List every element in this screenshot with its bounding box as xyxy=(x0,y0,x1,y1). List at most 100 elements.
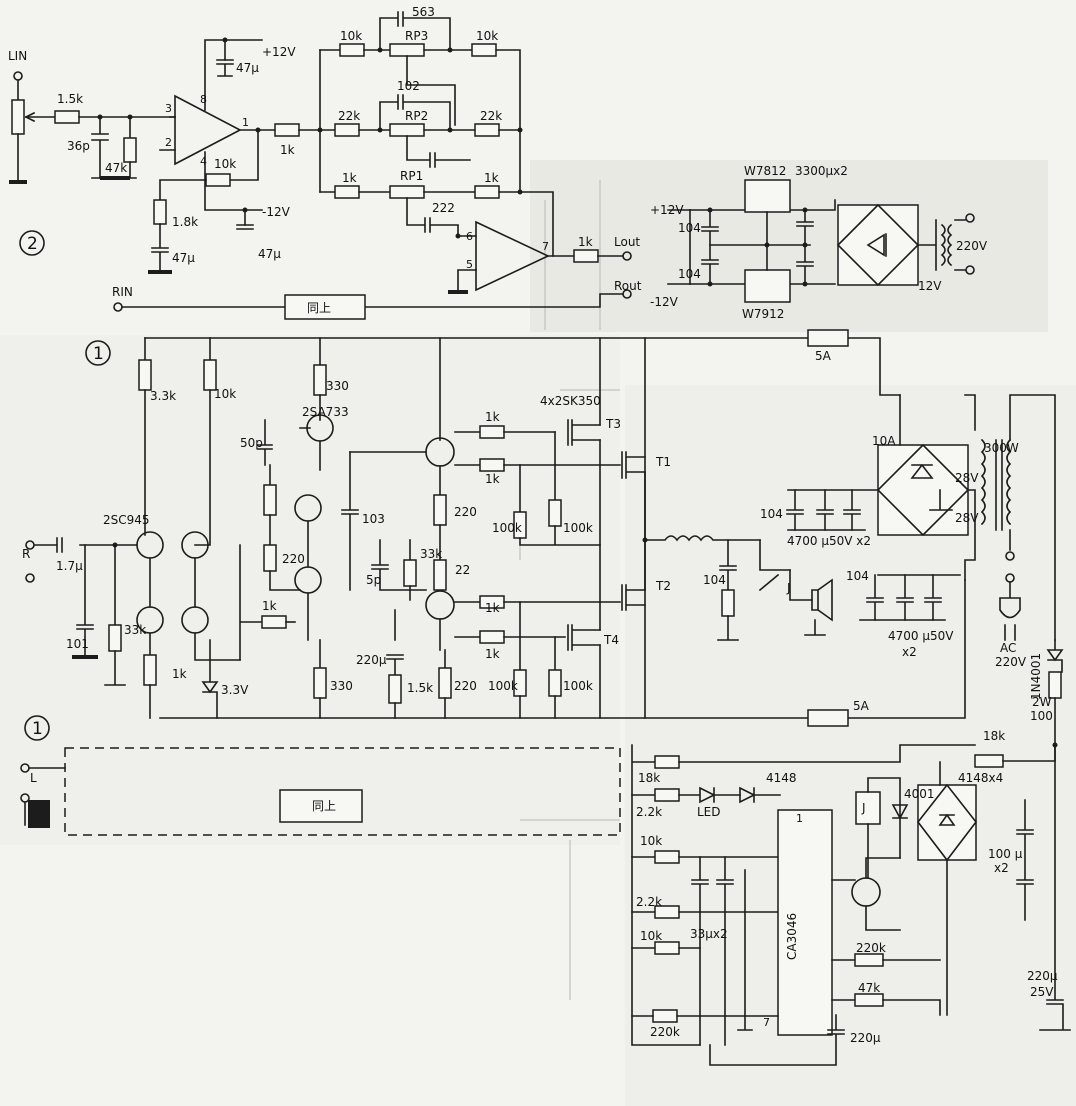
resistor-lout xyxy=(573,249,599,263)
svg-text:1k: 1k xyxy=(484,171,499,185)
resistor-10k-fb xyxy=(205,173,231,187)
svg-text:100: 100 xyxy=(1030,709,1053,723)
w7912-regulator xyxy=(744,269,791,303)
svg-text:1.7μ: 1.7μ xyxy=(56,559,83,573)
same-block-2 xyxy=(279,789,363,823)
svg-text:1k: 1k xyxy=(485,410,500,424)
svg-text:4700 μ50V x2: 4700 μ50V x2 xyxy=(787,534,871,548)
svg-text:104: 104 xyxy=(846,569,869,583)
svg-text:8: 8 xyxy=(200,93,207,106)
rin-terminal xyxy=(113,302,123,312)
svg-text:T4: T4 xyxy=(603,633,619,647)
svg-text:563: 563 xyxy=(412,5,435,19)
input-volume-pot xyxy=(11,99,25,135)
resistor-1k-pre xyxy=(274,123,300,137)
svg-text:4001: 4001 xyxy=(904,787,935,801)
r-label: R xyxy=(22,547,30,561)
svg-text:103: 103 xyxy=(362,512,385,526)
ground-symbol xyxy=(9,180,27,184)
svg-text:10k: 10k xyxy=(214,157,236,171)
svg-text:7: 7 xyxy=(542,240,549,253)
svg-text:12V: 12V xyxy=(918,279,942,293)
rp1-pot xyxy=(389,185,425,199)
svg-text:28V: 28V xyxy=(955,471,979,485)
svg-text:J: J xyxy=(861,801,866,815)
svg-text:AC: AC xyxy=(1000,641,1016,655)
lbl-47k: 47k xyxy=(105,161,127,175)
svg-text:1k: 1k xyxy=(280,143,295,157)
svg-text:222: 222 xyxy=(432,201,455,215)
speaker xyxy=(811,578,833,622)
svg-text:10A: 10A xyxy=(872,434,896,448)
lbl-rp1: RP1 xyxy=(400,169,423,183)
svg-text:1.5k: 1.5k xyxy=(407,681,433,695)
svg-text:4148: 4148 xyxy=(766,771,797,785)
svg-text:T2: T2 xyxy=(655,579,671,593)
svg-text:4148x4: 4148x4 xyxy=(958,771,1003,785)
svg-text:104: 104 xyxy=(678,267,701,281)
preamp-section xyxy=(9,11,632,320)
left-channel-dashed xyxy=(20,747,621,836)
svg-text:220k: 220k xyxy=(650,1025,680,1039)
svg-text:+12V: +12V xyxy=(650,203,684,217)
svg-text:10k: 10k xyxy=(640,929,662,943)
svg-text:100k: 100k xyxy=(563,521,593,535)
svg-text:104: 104 xyxy=(703,573,726,587)
ic-label: CA3046 xyxy=(785,913,799,960)
fuse-5a-top xyxy=(807,329,849,347)
svg-text:1k: 1k xyxy=(262,599,277,613)
svg-text:47μ: 47μ xyxy=(236,61,259,75)
svg-text:2W: 2W xyxy=(1032,695,1052,709)
opamp-1 xyxy=(174,94,242,166)
r-input-terminal xyxy=(25,540,35,550)
svg-text:6: 6 xyxy=(466,230,473,243)
svg-text:5A: 5A xyxy=(815,349,832,363)
svg-text:1k: 1k xyxy=(485,601,500,615)
svg-text:1: 1 xyxy=(32,719,43,739)
svg-text:50p: 50p xyxy=(240,436,263,450)
fuse-5a-bottom xyxy=(807,709,849,727)
svg-text:2.2k: 2.2k xyxy=(636,895,662,909)
output-inductor xyxy=(644,535,761,542)
protection-section xyxy=(631,639,1071,1066)
svg-text:220μ: 220μ xyxy=(1027,969,1058,983)
svg-text:2.2k: 2.2k xyxy=(636,805,662,819)
transformer-12v xyxy=(940,223,953,267)
mosfet-t1 xyxy=(621,451,646,479)
svg-text:220: 220 xyxy=(454,679,477,693)
mosfet-t3 xyxy=(567,419,601,446)
svg-text:3.3k: 3.3k xyxy=(150,389,176,403)
svg-text:W7912: W7912 xyxy=(742,307,784,321)
svg-text:1: 1 xyxy=(242,116,249,129)
psu-12v-section xyxy=(667,179,975,303)
svg-text:18k: 18k xyxy=(638,771,660,785)
svg-text:2SA733: 2SA733 xyxy=(302,405,349,419)
bridge-rectifier-12v xyxy=(837,204,919,286)
svg-text:J: J xyxy=(786,581,791,595)
svg-text:220k: 220k xyxy=(856,941,886,955)
mosfet-t2 xyxy=(621,584,646,611)
svg-text:104: 104 xyxy=(678,221,701,235)
opamp-2 xyxy=(475,220,550,292)
lbl-rp2: RP2 xyxy=(405,109,428,123)
labels-layer: LIN 1.5k 36p 47k 3 2 8 4 1 +12V 47μ 10k … xyxy=(8,5,1058,1045)
svg-text:4700 μ50V: 4700 μ50V xyxy=(888,629,954,643)
svg-text:100k: 100k xyxy=(492,521,522,535)
svg-text:5: 5 xyxy=(466,258,473,271)
svg-text:47μ: 47μ xyxy=(258,247,281,261)
svg-text:5A: 5A xyxy=(853,699,870,713)
svg-text:2: 2 xyxy=(165,136,172,149)
svg-text:100 μ: 100 μ xyxy=(988,847,1023,861)
svg-text:220V: 220V xyxy=(956,239,988,253)
svg-text:220μ: 220μ xyxy=(850,1031,881,1045)
bridge-4148x4 xyxy=(917,784,977,861)
svg-text:22k: 22k xyxy=(338,109,360,123)
svg-text:22k: 22k xyxy=(480,109,502,123)
section-marker-1b xyxy=(24,715,50,741)
svg-text:1k: 1k xyxy=(172,667,187,681)
svg-text:330: 330 xyxy=(326,379,349,393)
svg-text:LED: LED xyxy=(697,805,721,819)
svg-text:1k: 1k xyxy=(485,472,500,486)
same-label-1: 同上 xyxy=(307,301,331,315)
svg-text:101: 101 xyxy=(66,637,89,651)
